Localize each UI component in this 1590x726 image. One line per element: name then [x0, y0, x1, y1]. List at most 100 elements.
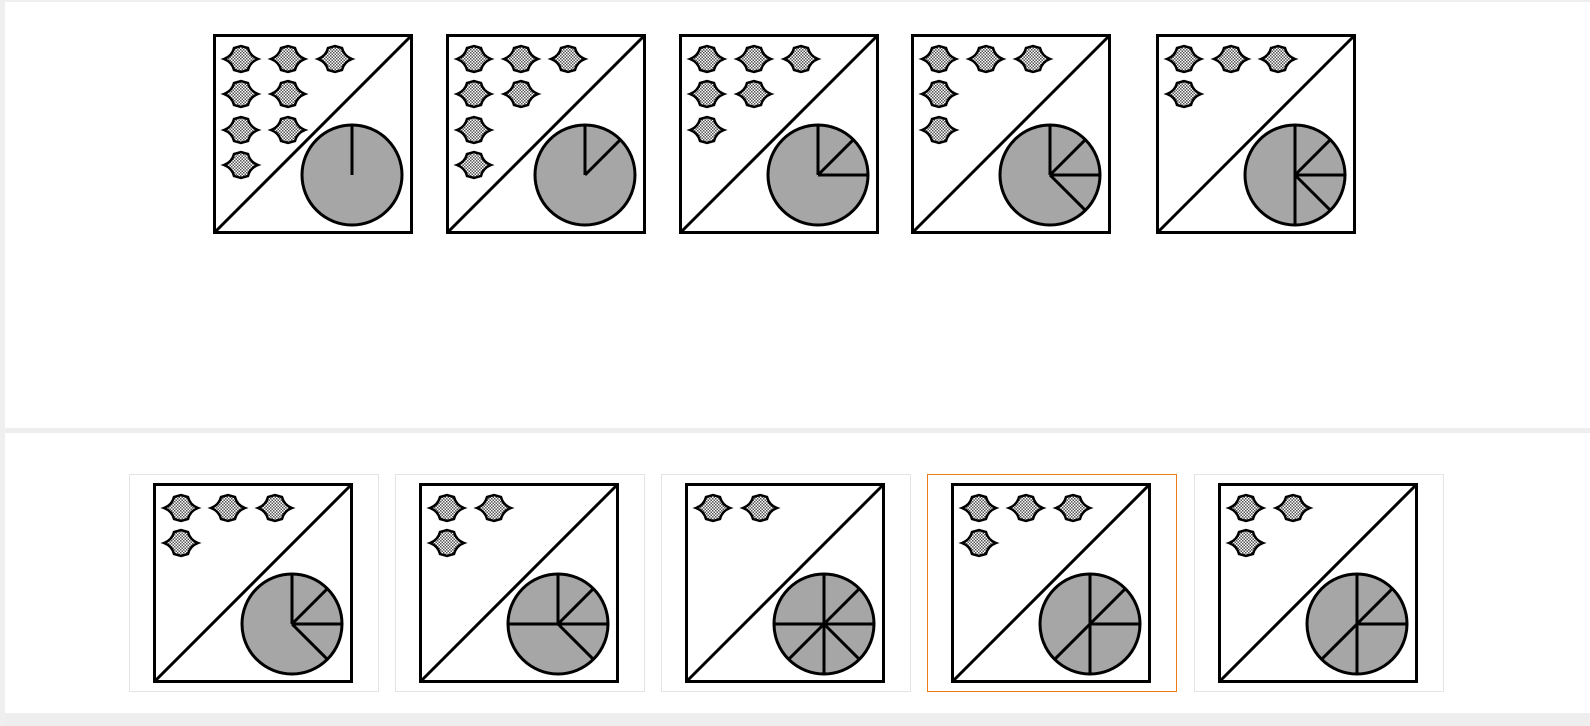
opt-figure [1218, 483, 1418, 683]
four-point-star-icon [918, 115, 960, 145]
four-point-star-icon [473, 493, 515, 523]
option-panel [153, 483, 353, 683]
pie-spoke [822, 622, 861, 661]
pie-spoke [1053, 622, 1092, 661]
four-point-star-icon [500, 79, 542, 109]
pie-spoke [556, 622, 595, 661]
answer-option-2[interactable] [395, 474, 645, 692]
four-point-star-icon [426, 493, 468, 523]
sequence-panel-2 [446, 34, 646, 234]
panel-diagonal [911, 34, 1111, 234]
panel-diagonal [419, 483, 619, 683]
four-point-star-icon [1012, 44, 1054, 74]
four-point-star-icon [547, 44, 589, 74]
opt-figure [685, 483, 885, 683]
bottom-strip [5, 713, 1590, 726]
pie-spoke [290, 587, 329, 626]
option-panel [419, 483, 619, 683]
pie-spoke [1320, 622, 1359, 661]
sequence-panel-3 [679, 34, 879, 234]
answer-option-4[interactable] [927, 474, 1177, 692]
pie-spoke [1088, 587, 1127, 626]
four-point-star-icon [267, 79, 309, 109]
four-point-star-icon [160, 528, 202, 558]
pie-spoke [822, 587, 861, 626]
panel-diagonal [685, 483, 885, 683]
four-point-star-icon [220, 150, 262, 180]
four-point-star-icon [254, 493, 296, 523]
seq-figure [911, 34, 1111, 234]
pie-spoke [1293, 173, 1332, 212]
four-point-star-icon [733, 79, 775, 109]
option-panel [951, 483, 1151, 683]
four-point-star-icon [220, 115, 262, 145]
seq-figure [1156, 34, 1356, 234]
puzzle-stage [5, 2, 1590, 726]
panel-diagonal [213, 34, 413, 234]
four-point-star-icon [739, 493, 781, 523]
seq-figure [446, 34, 646, 234]
four-point-star-icon [220, 44, 262, 74]
panel-diagonal [446, 34, 646, 234]
option-panel [685, 483, 885, 683]
sequence-panel-1 [213, 34, 413, 234]
pie-spoke [1048, 173, 1087, 212]
opt-figure [153, 483, 353, 683]
four-point-star-icon [686, 79, 728, 109]
pie-spoke [583, 138, 622, 177]
sequence-panel-4 [911, 34, 1111, 234]
four-point-star-icon [780, 44, 822, 74]
panel-diagonal [1218, 483, 1418, 683]
answer-option-3[interactable] [661, 474, 911, 692]
four-point-star-icon [220, 79, 262, 109]
four-point-star-icon [314, 44, 356, 74]
four-point-star-icon [958, 528, 1000, 558]
pie-spoke [1293, 138, 1332, 177]
four-point-star-icon [453, 115, 495, 145]
four-point-star-icon [267, 115, 309, 145]
panel-diagonal [679, 34, 879, 234]
four-point-star-icon [686, 115, 728, 145]
sequence-panel-5 [1156, 34, 1356, 234]
pie-spoke [1048, 138, 1087, 177]
panel-diagonal [153, 483, 353, 683]
four-point-star-icon [733, 44, 775, 74]
four-point-star-icon [1052, 493, 1094, 523]
seq-figure [213, 34, 413, 234]
four-point-star-icon [500, 44, 542, 74]
pie-spoke [816, 138, 855, 177]
four-point-star-icon [426, 528, 468, 558]
four-point-star-icon [1225, 528, 1267, 558]
answer-option-5[interactable] [1194, 474, 1444, 692]
four-point-star-icon [918, 79, 960, 109]
four-point-star-icon [958, 493, 1000, 523]
four-point-star-icon [207, 493, 249, 523]
section-divider [5, 428, 1590, 433]
four-point-star-icon [1163, 79, 1205, 109]
four-point-star-icon [918, 44, 960, 74]
four-point-star-icon [267, 44, 309, 74]
four-point-star-icon [453, 79, 495, 109]
pie-spoke [290, 622, 329, 661]
seq-figure [679, 34, 879, 234]
four-point-star-icon [160, 493, 202, 523]
opt-figure [951, 483, 1151, 683]
four-point-star-icon [1163, 44, 1205, 74]
panel-diagonal [951, 483, 1151, 683]
pie-spoke [556, 587, 595, 626]
four-point-star-icon [1005, 493, 1047, 523]
four-point-star-icon [686, 44, 728, 74]
pie-spoke [787, 622, 826, 661]
pie-spoke [1355, 587, 1394, 626]
four-point-star-icon [965, 44, 1007, 74]
panel-diagonal [1156, 34, 1356, 234]
option-panel [1218, 483, 1418, 683]
four-point-star-icon [453, 44, 495, 74]
opt-figure [419, 483, 619, 683]
four-point-star-icon [692, 493, 734, 523]
four-point-star-icon [1272, 493, 1314, 523]
four-point-star-icon [453, 150, 495, 180]
four-point-star-icon [1225, 493, 1267, 523]
four-point-star-icon [1257, 44, 1299, 74]
answer-option-1[interactable] [129, 474, 379, 692]
